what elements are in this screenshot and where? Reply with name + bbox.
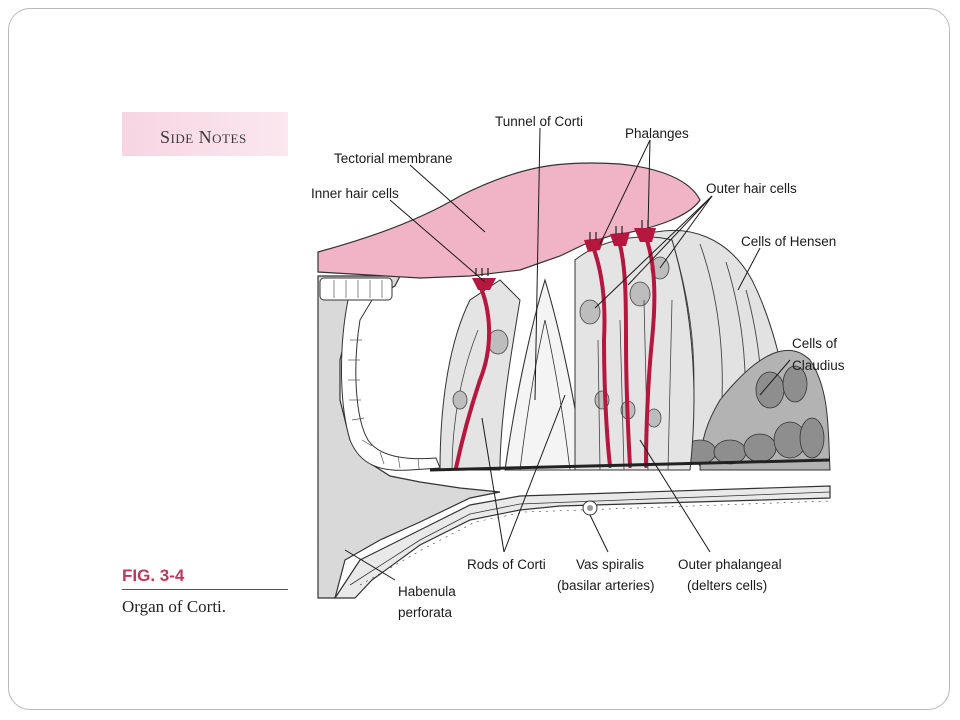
basilar-membrane <box>333 485 831 599</box>
label-tectorial-membrane: Tectorial membrane <box>334 151 453 166</box>
outer-hair-cell-region <box>574 236 695 471</box>
basilar-lines <box>349 491 831 586</box>
side-notes-title: Side Notes <box>160 127 247 147</box>
leader-tectorial <box>409 164 486 233</box>
label-cells-of-claudius-line1: Cells of <box>792 336 837 351</box>
label-outer-phalangeal-line2: (delters cells) <box>687 578 767 593</box>
leader-rods-a <box>481 417 505 553</box>
label-vas-spiralis-line2: (basilar arteries) <box>557 578 655 593</box>
leader-claudius <box>759 359 791 396</box>
label-rods-of-corti: Rods of Corti <box>467 557 546 572</box>
label-outer-hair-cells: Outer hair cells <box>706 181 797 196</box>
label-cells-of-hensen: Cells of Hensen <box>741 234 836 249</box>
label-habenula-line2: perforata <box>398 605 453 620</box>
label-phalanges: Phalanges <box>625 126 689 141</box>
leader-tunnel <box>534 127 541 401</box>
leader-habenula <box>344 549 396 581</box>
hair-cell-processes <box>454 230 657 470</box>
figure-number: FIG. 3-4 <box>122 566 185 585</box>
leader-phalangeal <box>639 439 711 553</box>
label-outer-phalangeal-line1: Outer phalangeal <box>678 557 782 572</box>
label-cells-of-claudius-line2: Claudius <box>792 358 845 373</box>
side-notes-banner <box>122 112 288 156</box>
figure-rule <box>122 589 288 590</box>
inner-sulcus-cells <box>319 277 441 471</box>
leader-phalanges-a <box>599 139 651 245</box>
leader-inner-hair <box>389 199 486 283</box>
label-vas-spiralis-line1: Vas spiralis <box>576 557 644 572</box>
figure-caption: Organ of Corti. <box>122 597 227 616</box>
label-habenula-line1: Habenula <box>398 584 456 599</box>
leader-hensen <box>737 247 761 291</box>
label-tunnel-of-corti: Tunnel of Corti <box>495 114 583 129</box>
label-inner-hair-cells: Inner hair cells <box>311 186 399 201</box>
leader-vas <box>589 514 609 553</box>
